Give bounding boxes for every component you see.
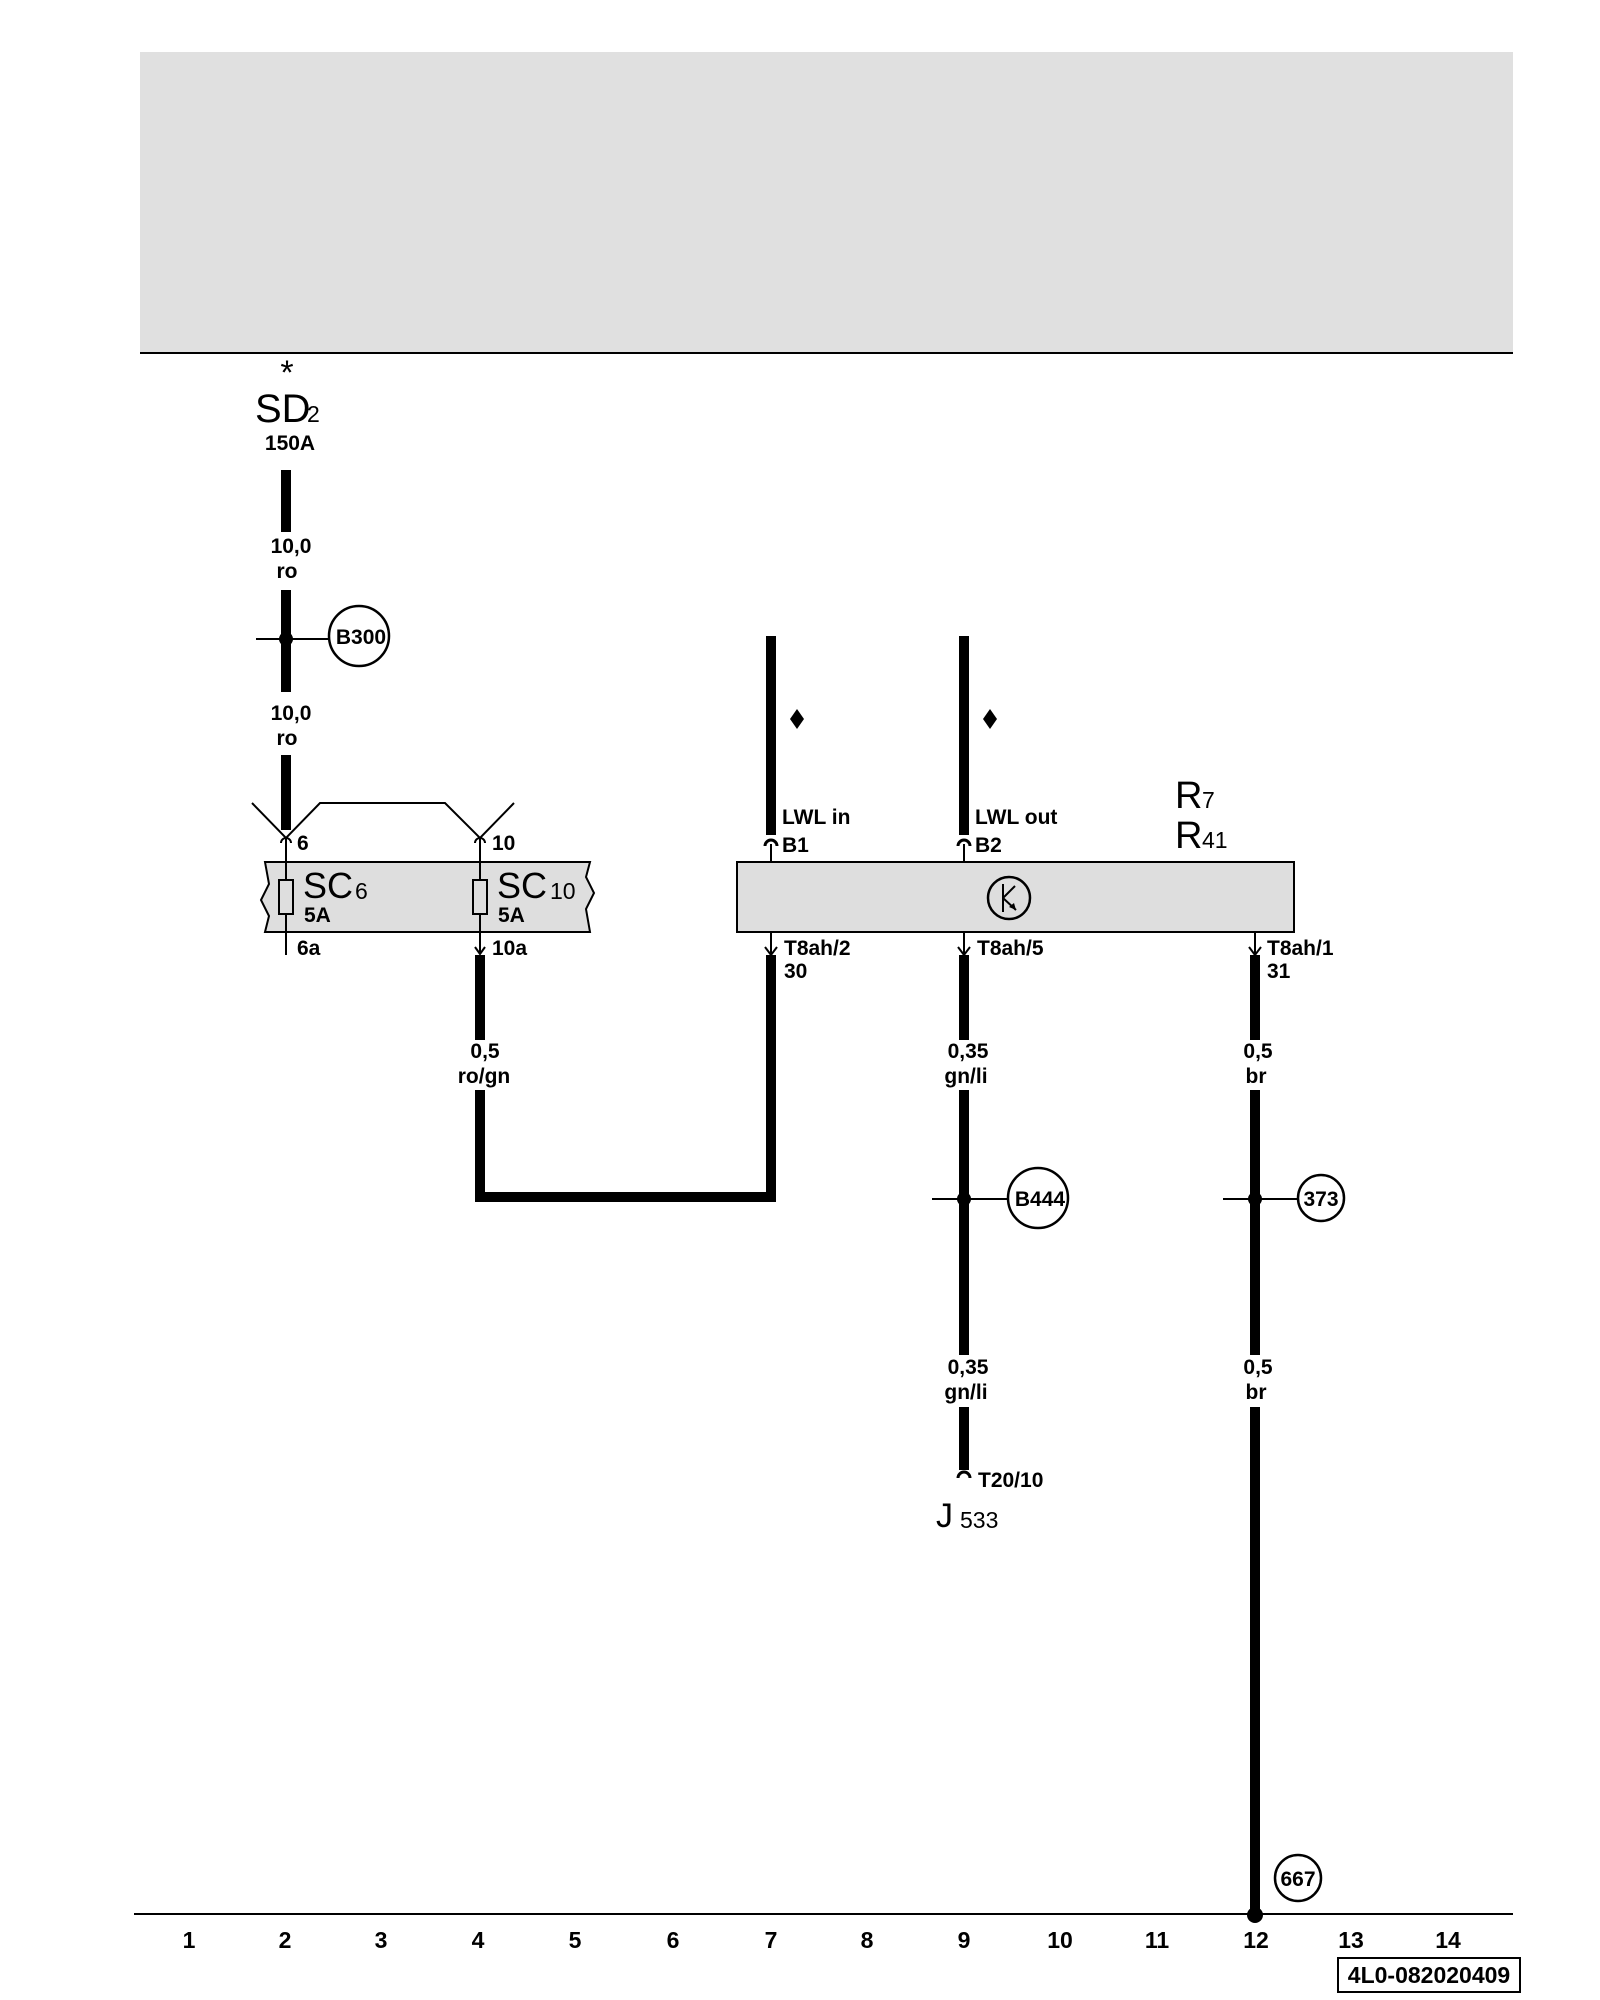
track-number: 1 <box>183 1927 196 1953</box>
fuse-block <box>259 861 596 933</box>
amplifier-icon <box>986 875 1032 921</box>
wire-col9-bottom-size: 0,35 <box>948 1356 989 1379</box>
wire-main-top-color: ro <box>277 560 298 583</box>
module-r7-id: R <box>1175 775 1202 817</box>
wire-col9-top-size: 0,35 <box>948 1040 989 1063</box>
wire-main-top-size: 10,0 <box>271 535 312 558</box>
track-number: 4 <box>472 1927 485 1953</box>
track-number: 11 <box>1145 1927 1170 1953</box>
pin-t8ah1-label: T8ah/1 <box>1267 937 1334 960</box>
fuse-bridge <box>251 802 515 840</box>
splice-b444-dot <box>957 1192 971 1206</box>
fuse-sc10-rating: 5A <box>498 904 525 927</box>
connector-373-label: 373 <box>1303 1188 1338 1211</box>
control-unit-id: J <box>936 1497 953 1535</box>
module-r41-id: R <box>1175 815 1202 857</box>
lwl-in-marker <box>790 709 804 729</box>
track-number: 8 <box>861 1927 874 1953</box>
splice-b300-dot <box>279 632 293 646</box>
fuse-main-id: SD <box>255 387 311 431</box>
diagram-code: 4L0-082020409 <box>1348 1962 1510 1988</box>
track-number: 5 <box>569 1927 582 1953</box>
pin-t8ah2-terminal: 30 <box>784 960 807 983</box>
track-number: 13 <box>1338 1927 1364 1953</box>
connector-667-label: 667 <box>1280 1868 1315 1891</box>
wire-sc10-to-module <box>475 955 776 1202</box>
fuse-sc6-pin-out: 6a <box>297 937 321 960</box>
pin-t8ah5-label: T8ah/5 <box>977 937 1044 960</box>
wire-col12-top-color: br <box>1246 1065 1267 1088</box>
track-number: 6 <box>667 1927 680 1953</box>
connector-373-circle <box>1296 1173 1346 1223</box>
wire-col9-top-label-bg <box>920 1040 1010 1090</box>
fuse-sc10-pin-out: 10a <box>492 937 527 960</box>
wire-col9-bottom-label-bg <box>920 1355 1010 1407</box>
connector-b444-circle <box>1006 1166 1070 1230</box>
diagram-code-box <box>1337 1957 1521 1993</box>
wire-col12-bottom-size: 0,5 <box>1243 1356 1273 1379</box>
fuse-sc6-symbol <box>278 879 294 915</box>
header-band <box>140 52 1513 353</box>
track-numbers: 1 2 3 4 5 6 7 8 9 10 11 12 13 14 <box>183 1927 1461 1953</box>
wire-col12-top-size: 0,5 <box>1243 1040 1273 1063</box>
pin-t8ah1-terminal: 31 <box>1267 960 1291 983</box>
connector-b444-label: B444 <box>1015 1188 1066 1211</box>
fuse-sc10-symbol <box>472 879 488 915</box>
wire-col9-bottom-color: gn/li <box>944 1381 987 1404</box>
wire-col12-bottom-label-bg <box>1225 1355 1287 1407</box>
control-unit-sub: 533 <box>960 1507 998 1533</box>
connector-b300-circle <box>327 604 391 668</box>
control-unit-pin: T20/10 <box>978 1469 1043 1492</box>
wire-main-bottom-size: 10,0 <box>271 702 312 725</box>
pin-b2-label: B2 <box>975 834 1002 857</box>
pin-b1-name: LWL in <box>782 806 850 829</box>
pin-t8ah2-arrow <box>764 946 778 957</box>
track-number: 2 <box>279 1927 292 1953</box>
track-number: 14 <box>1435 1927 1461 1953</box>
module-r7-sub: 7 <box>1202 787 1215 813</box>
fuse-sc10-sub: 10 <box>550 878 576 904</box>
pin-t8ah2-label: T8ah/2 <box>784 937 851 960</box>
lwl-out-marker <box>983 709 997 729</box>
pin-t20-10-hook <box>956 1470 972 1479</box>
wire-sc10-color: ro/gn <box>458 1065 511 1088</box>
pin-10a-arrow <box>474 946 486 956</box>
wire-main-bottom-color: ro <box>277 727 298 750</box>
pin-b1-label: B1 <box>782 834 809 857</box>
fuse-sc10-id: SC <box>497 865 547 906</box>
fuse-main-sub: 2 <box>307 401 320 427</box>
wire-col12-bottom-color: br <box>1246 1381 1267 1404</box>
fuse-sc6-pin-in: 6 <box>297 832 309 855</box>
fuse-main-marker: * <box>280 354 293 392</box>
wire-col9-top-color: gn/li <box>944 1065 987 1088</box>
wire-sc10-label-bg <box>440 1040 520 1090</box>
fuse-sc10-pin-in: 10 <box>492 832 515 855</box>
track-number: 7 <box>765 1927 778 1953</box>
track-number: 3 <box>375 1927 388 1953</box>
pin-b2-name: LWL out <box>975 806 1057 829</box>
splice-373-dot <box>1248 1192 1262 1206</box>
track-number: 9 <box>958 1927 971 1953</box>
fuse-sc6-id: SC <box>303 865 353 906</box>
connector-b300-label: B300 <box>336 626 386 649</box>
pin-b2-hook <box>956 838 972 847</box>
connector-667-circle <box>1273 1853 1323 1903</box>
wire-sc10-size: 0,5 <box>470 1040 500 1063</box>
module-r41-sub: 41 <box>1202 827 1228 853</box>
fuse-sc6-rating: 5A <box>304 904 331 927</box>
fuse-sc6-sub: 6 <box>355 878 368 904</box>
fuse-main-rating: 150A <box>265 432 315 455</box>
track-number: 10 <box>1047 1927 1073 1953</box>
track-number: 12 <box>1243 1927 1269 1953</box>
wire-col12-top-label-bg <box>1225 1040 1287 1090</box>
pin-b1-hook <box>763 838 779 847</box>
